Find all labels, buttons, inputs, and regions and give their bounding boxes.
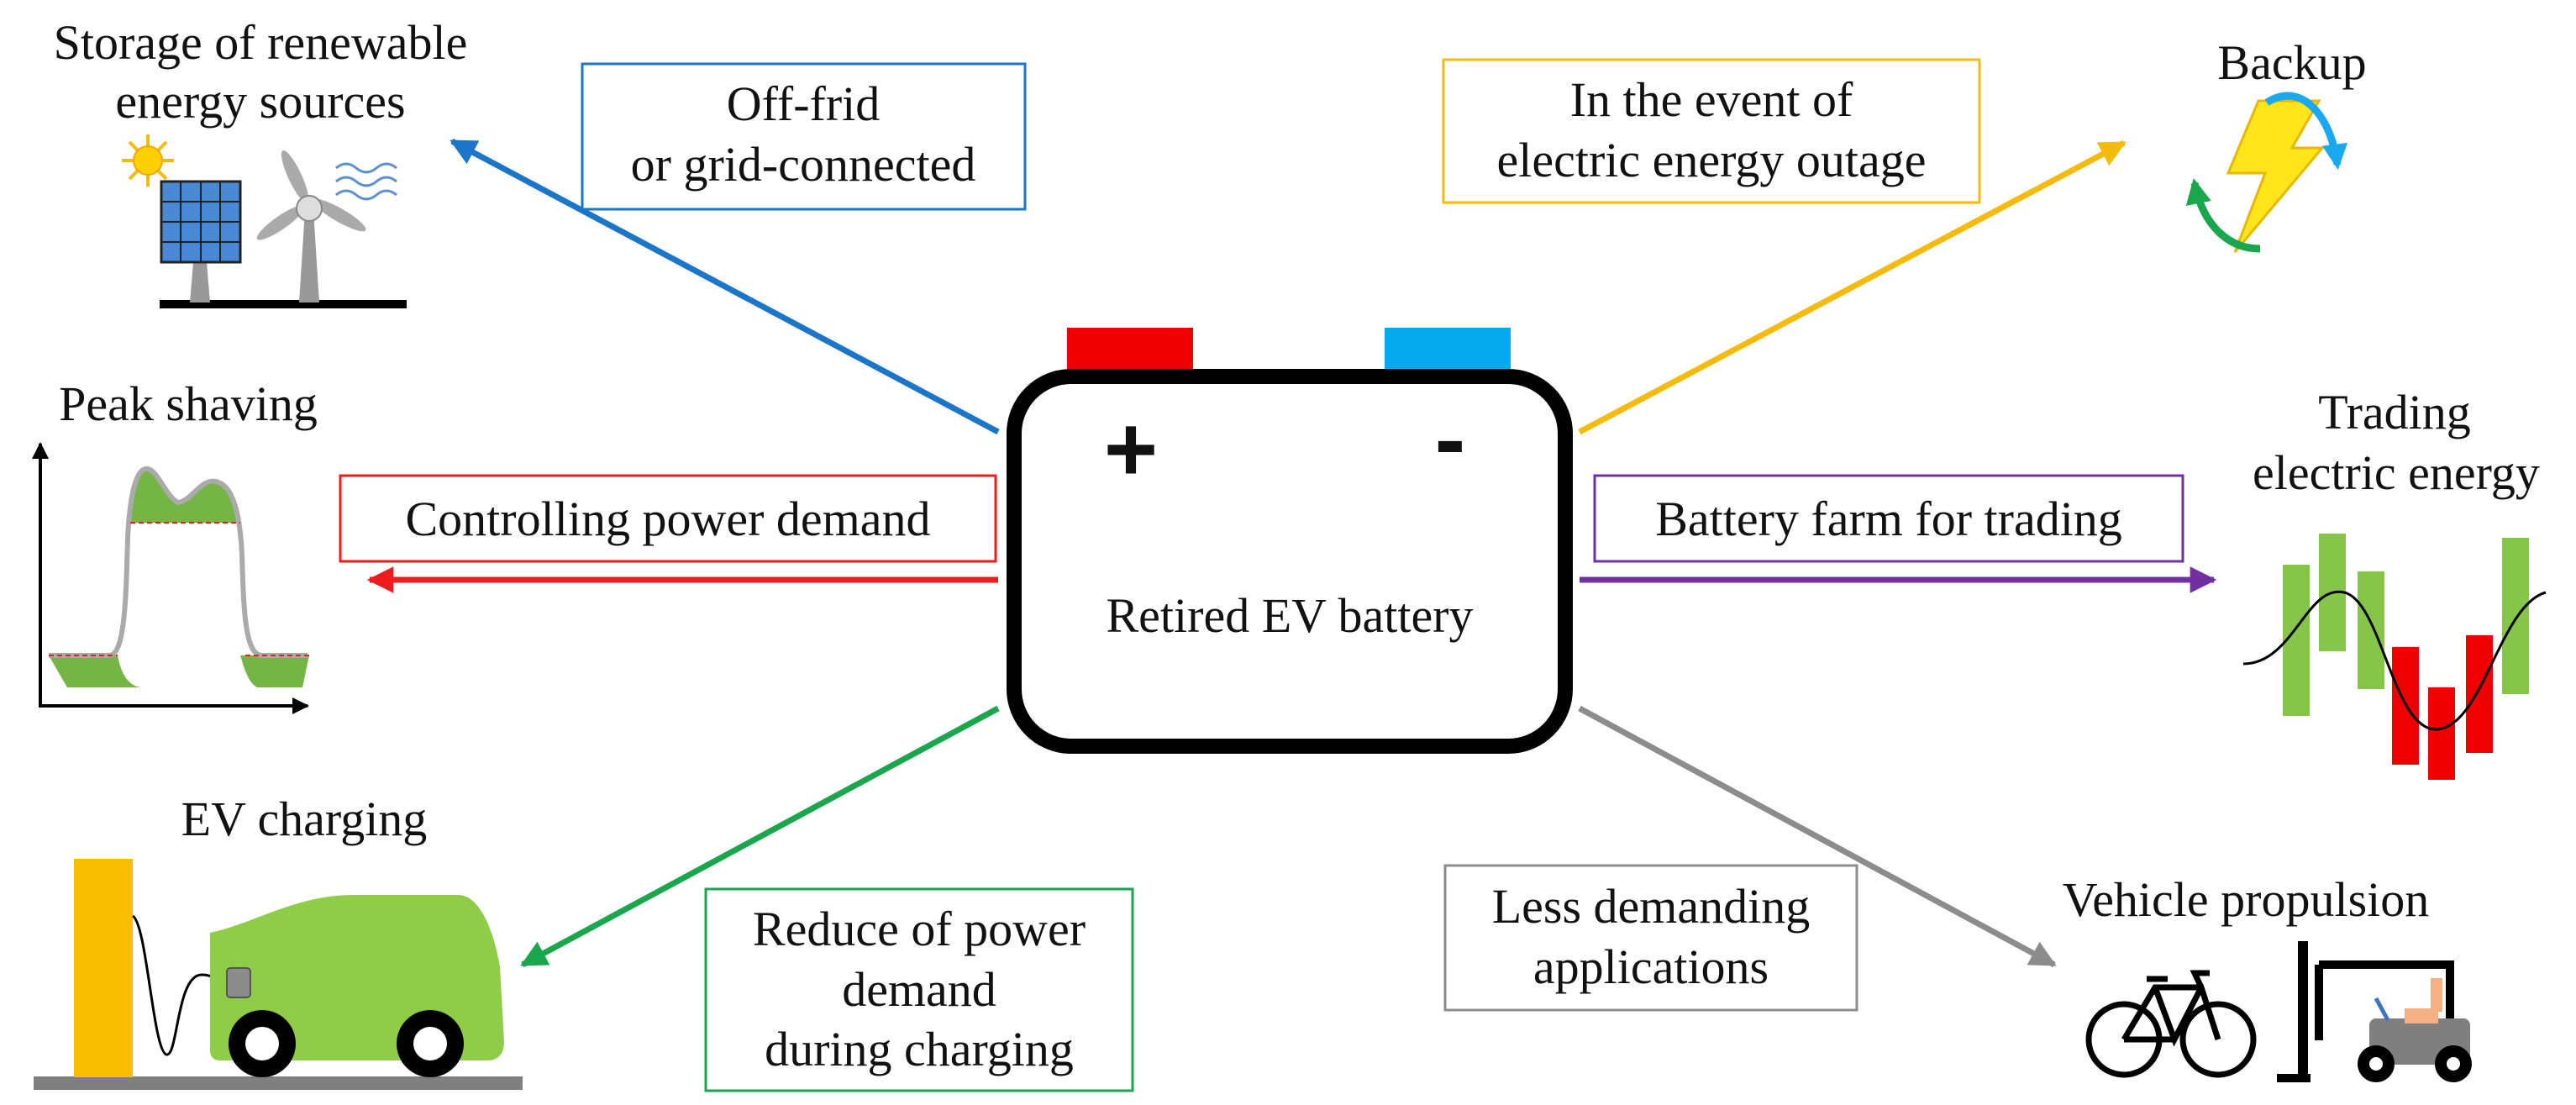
peak-shaving-graph-icon [32, 442, 309, 714]
box-battery-farm-text: Battery farm for trading [1655, 492, 2122, 546]
box-less-demanding-line-2: applications [1533, 939, 1769, 994]
title-trading-line-2: electric energy [2253, 445, 2540, 500]
box-off-grid-line-2: or grid-connected [631, 137, 976, 192]
box-outage: In the event of electric energy outage [1442, 58, 1981, 204]
box-outage-line-2: electric energy outage [1497, 133, 1927, 187]
bicycle-icon [2085, 970, 2257, 1078]
bicycle-forklift-icon [2085, 941, 2472, 1082]
title-trading-line-1: Trading [2318, 385, 2471, 439]
box-reduce-line-3: during charging [765, 1022, 1074, 1076]
ev-charging-icon [34, 859, 523, 1090]
solar-panel-wind-turbine-icon [122, 134, 407, 308]
lightning-cycle-icon [2185, 92, 2348, 253]
title-vehicle-propulsion: Vehicle propulsion [2063, 872, 2430, 927]
box-outage-line-1: In the event of [1570, 72, 1853, 127]
candlestick-chart-icon [2242, 534, 2547, 780]
minus-sign: - [1435, 387, 1466, 491]
box-less-demanding: Less demanding applications [1443, 864, 1858, 1012]
box-controlling-power-demand: Controlling power demand [339, 474, 997, 563]
retired-ev-battery: + - Retired EV battery [1007, 328, 1573, 754]
title-renewable-line-2: energy sources [115, 74, 405, 129]
battery-label: Retired EV battery [1106, 588, 1473, 643]
arrow-to-ev-charging [520, 705, 1000, 968]
positive-terminal [1067, 328, 1193, 370]
title-peak-shaving: Peak shaving [59, 376, 318, 431]
title-backup: Backup [2217, 35, 2366, 90]
forklift-icon [2277, 941, 2472, 1082]
box-battery-farm: Battery farm for trading [1593, 474, 2184, 563]
title-ev-charging: EV charging [181, 792, 428, 846]
plus-sign: + [1104, 397, 1158, 501]
box-reduce-line-1: Reduce of power [753, 902, 1086, 956]
arrow-to-backup [1578, 139, 2127, 435]
box-off-grid: Off-frid or grid-connected [581, 62, 1027, 211]
negative-terminal [1385, 328, 1511, 370]
box-reduce-power-demand: Reduce of power demand during charging [704, 887, 1134, 1092]
title-renewable-line-1: Storage of renewable [54, 15, 468, 70]
box-controlling-power-demand-text: Controlling power demand [405, 492, 930, 546]
box-reduce-line-2: demand [842, 962, 996, 1017]
arrow-to-renewable [449, 138, 1000, 435]
box-less-demanding-line-1: Less demanding [1492, 879, 1811, 934]
arrow-to-propulsion [1578, 705, 2057, 968]
battery-body [1007, 369, 1573, 754]
box-off-grid-line-1: Off-frid [727, 76, 881, 131]
